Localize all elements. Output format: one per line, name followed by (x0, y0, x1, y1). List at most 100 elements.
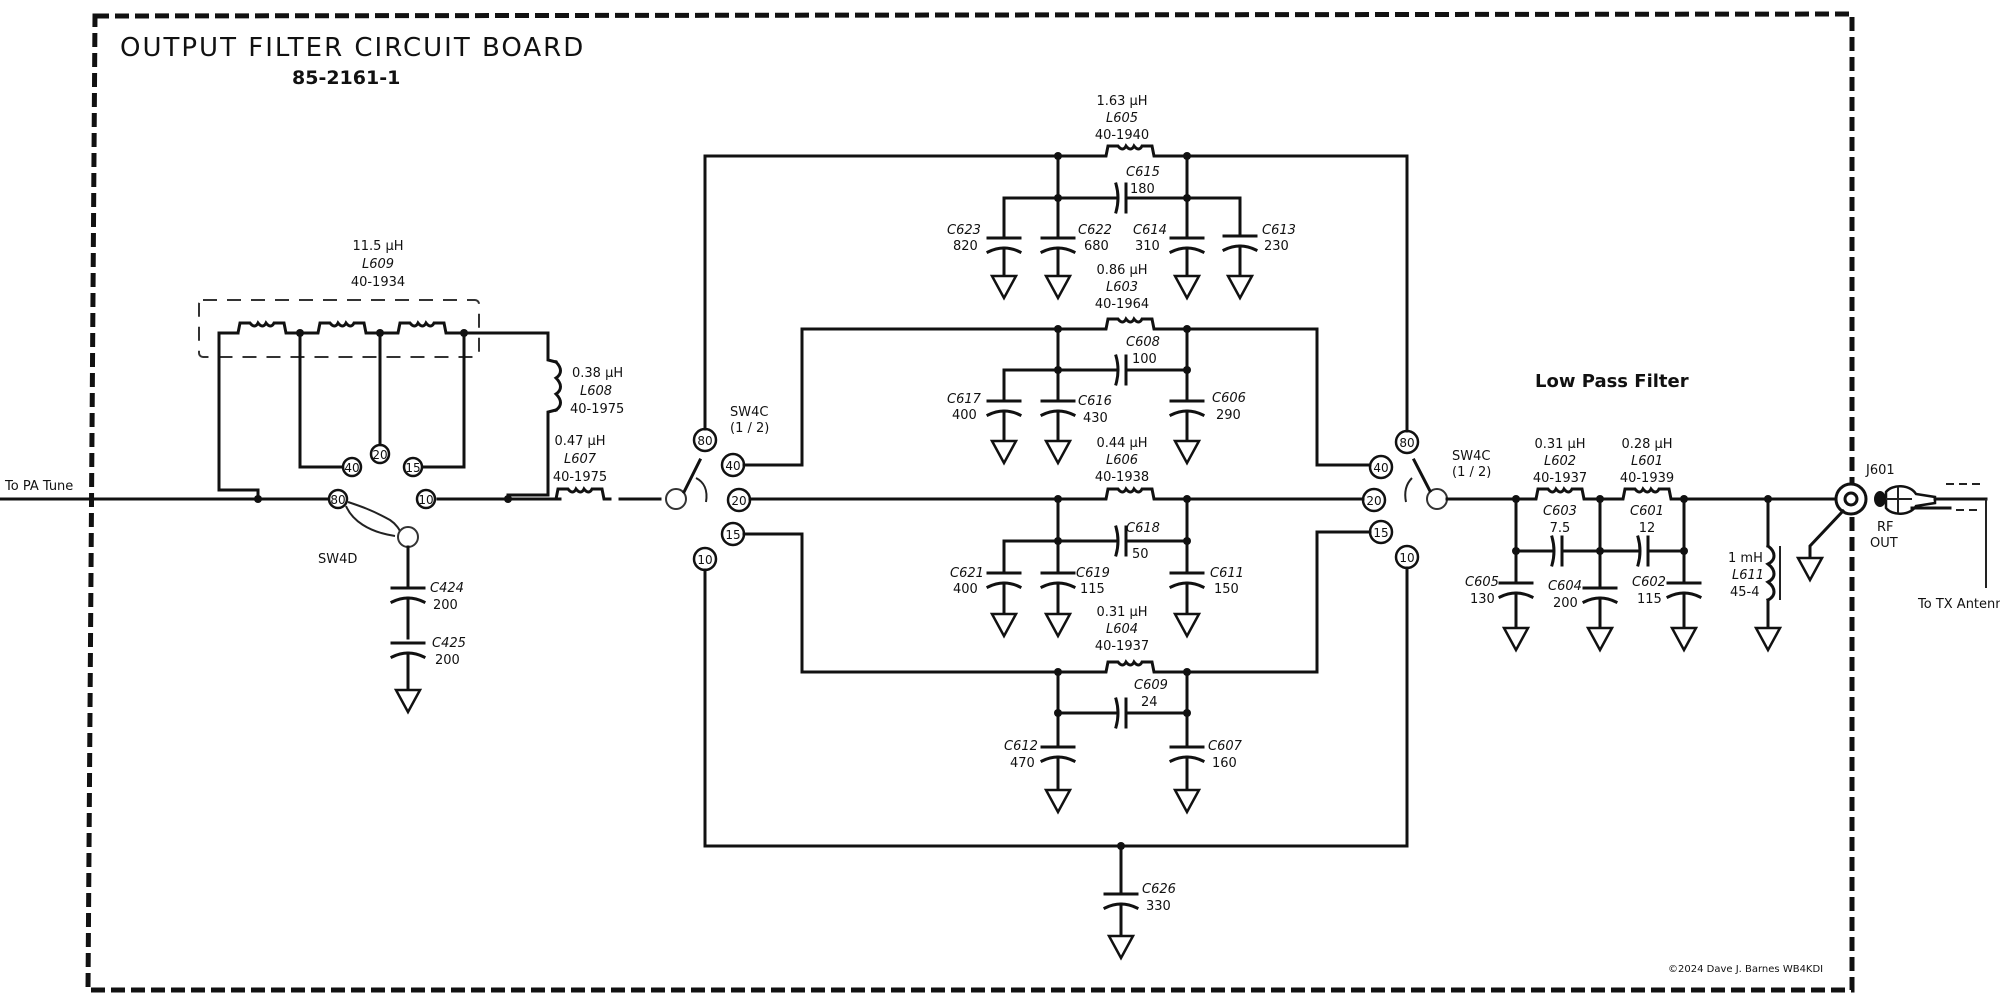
c619-ref: C619 (1076, 566, 1110, 581)
svg-text:40: 40 (1373, 461, 1388, 475)
coax-plug-icon (1874, 483, 1988, 588)
ground-icon (1044, 274, 1072, 300)
capacitor-c609 (1114, 697, 1128, 729)
svg-text:15: 15 (725, 528, 740, 542)
c615-ref: C615 (1126, 165, 1160, 180)
sw4c-right-contact-40: 40 (1368, 454, 1394, 480)
sw4c-left-wiper[interactable] (665, 457, 708, 510)
l605-ref: L605 (1106, 111, 1138, 126)
c622-value: 680 (1084, 239, 1109, 254)
sw4d-contact-40: 40 (341, 456, 363, 478)
capacitor-c605 (1498, 581, 1534, 635)
l606-ref: L606 (1106, 453, 1138, 468)
c616-ref: C616 (1078, 394, 1112, 409)
c603-value: 7.5 (1550, 521, 1571, 536)
c602-value: 115 (1637, 592, 1662, 607)
l606-value: 0.44 µH (1096, 436, 1147, 451)
svg-text:15: 15 (405, 461, 420, 475)
ground-icon (990, 274, 1018, 300)
l609-shield (198, 299, 480, 358)
sw4c-left-contact-10: 10 (692, 546, 718, 572)
c622-ref: C622 (1078, 223, 1112, 238)
sw4d-contact-80: 80 (327, 488, 349, 510)
c616-value: 430 (1083, 411, 1108, 426)
ground-icon (1173, 439, 1201, 465)
input-label: To PA Tune (4, 479, 73, 494)
ground-icon (1107, 934, 1135, 960)
c608-ref: C608 (1126, 335, 1160, 350)
capacitor-c602 (1666, 581, 1702, 635)
capacitor-c615 (1114, 182, 1128, 214)
ground-icon (1586, 626, 1614, 652)
inductor-l606 (1098, 487, 1162, 501)
l606-part: 40-1938 (1095, 470, 1149, 485)
c603-ref: C603 (1543, 504, 1577, 519)
c617-value: 400 (952, 408, 977, 423)
inductor-l602 (1528, 487, 1592, 501)
c606-ref: C606 (1212, 391, 1246, 406)
sw4c-left-contact-20: 20 (726, 487, 752, 513)
l601-value: 0.28 µH (1621, 437, 1672, 452)
svg-text:10: 10 (697, 553, 712, 567)
inductor-l601 (1615, 487, 1679, 501)
l603-ref: L603 (1106, 280, 1138, 295)
l609-part: 40-1934 (351, 275, 405, 290)
c608-value: 100 (1132, 352, 1157, 367)
l605-part: 40-1940 (1095, 128, 1149, 143)
svg-text:40: 40 (344, 461, 359, 475)
l611-value: 1 mH (1728, 551, 1763, 566)
c609-ref: C609 (1134, 678, 1168, 693)
c425-ref: C425 (432, 636, 466, 651)
j601-connector[interactable] (1808, 482, 1868, 560)
sw4c-right-contact-15: 15 (1368, 519, 1394, 545)
l607-ref: L607 (564, 452, 597, 467)
svg-text:15: 15 (1373, 526, 1388, 540)
l603-value: 0.86 µH (1096, 263, 1147, 278)
sw4c-right-contact-20: 20 (1361, 487, 1387, 513)
l604-ref: L604 (1106, 622, 1138, 637)
sw4c-right-wiper[interactable] (1404, 457, 1448, 510)
svg-text:20: 20 (1366, 494, 1381, 508)
c621-value: 400 (953, 582, 978, 597)
svg-text:10: 10 (418, 493, 433, 507)
l602-ref: L602 (1544, 454, 1576, 469)
ground-icon (394, 688, 422, 714)
ground-icon (990, 612, 1018, 638)
ground-icon (990, 439, 1018, 465)
sw4c-left-label: SW4C (730, 405, 768, 420)
c605-value: 130 (1470, 592, 1495, 607)
rf-label: RF (1877, 520, 1894, 535)
sw4c-left-sub: (1 / 2) (730, 421, 769, 436)
ground-icon (1796, 556, 1824, 582)
c623-value: 820 (953, 239, 978, 254)
inductor-l608 (506, 331, 562, 501)
sw4c-right-label: SW4C (1452, 449, 1490, 464)
out-label: OUT (1870, 536, 1898, 551)
l604-part: 40-1937 (1095, 639, 1149, 654)
low-pass-filter-heading: Low Pass Filter (1535, 371, 1689, 392)
c606-value: 290 (1216, 408, 1241, 423)
inductor-l611 (1765, 497, 1781, 630)
c619-value: 115 (1080, 582, 1105, 597)
inductor-l604 (1098, 660, 1162, 674)
ground-icon (1173, 274, 1201, 300)
l601-ref: L601 (1631, 454, 1663, 469)
sw4d-wiper[interactable] (345, 501, 419, 548)
sw4c-right-sub: (1 / 2) (1452, 465, 1491, 480)
c424-ref: C424 (430, 581, 464, 596)
ground-icon (1226, 274, 1254, 300)
l604-value: 0.31 µH (1096, 605, 1147, 620)
svg-text:80: 80 (697, 434, 712, 448)
capacitor-c608 (1114, 354, 1128, 386)
ground-icon (1173, 612, 1201, 638)
c602-ref: C602 (1632, 575, 1666, 590)
svg-text:40: 40 (725, 459, 740, 473)
c626-value: 330 (1146, 899, 1171, 914)
ground-icon (1754, 626, 1782, 652)
ground-icon (1670, 626, 1698, 652)
ground-icon (1044, 788, 1072, 814)
l602-part: 40-1937 (1533, 471, 1587, 486)
l605-value: 1.63 µH (1096, 94, 1147, 109)
sw4d-contact-20: 20 (369, 443, 391, 465)
